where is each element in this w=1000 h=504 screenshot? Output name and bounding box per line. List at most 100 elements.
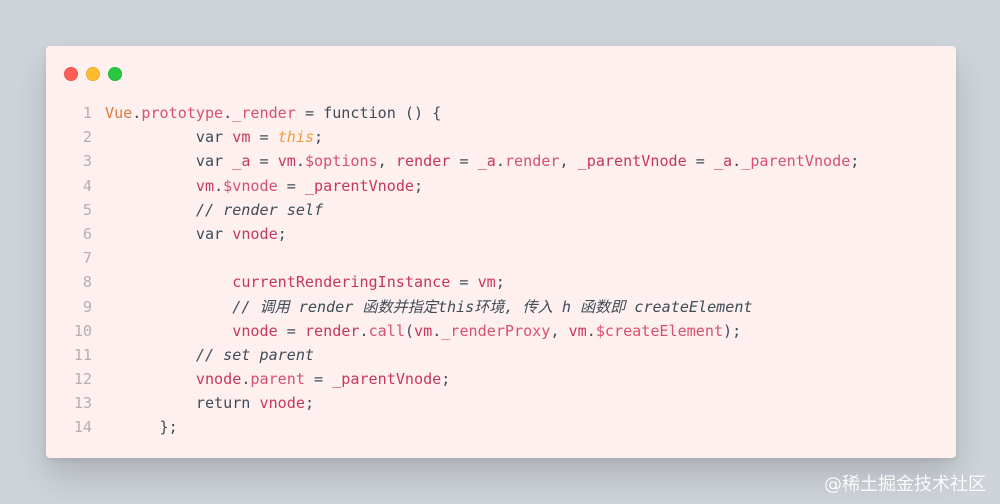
code-line: 8 currentRenderingInstance = vm; (46, 270, 956, 294)
code-text: var _a = vm.$options, render = _a.render… (105, 149, 860, 173)
code-indent (105, 322, 232, 340)
code-token: ; (850, 152, 860, 171)
code-token: = (686, 152, 714, 171)
code-token: // 调用 render 函数并指定this环境, 传入 h 函数即 creat… (232, 297, 753, 316)
code-token: vm (414, 321, 433, 340)
code-text: // set parent (105, 343, 314, 367)
code-token: = (450, 152, 478, 171)
code-text: vnode = render.call(vm._renderProxy, vm.… (105, 319, 741, 343)
code-indent (105, 346, 196, 364)
line-number: 8 (82, 273, 92, 292)
code-token: _parentVnode (741, 152, 851, 171)
code-token: vm (195, 176, 215, 195)
line-number: 1 (82, 104, 92, 122)
code-token: vnode (259, 394, 305, 413)
code-indent (105, 152, 196, 170)
code-token: , (550, 321, 569, 340)
code-line: 7 (46, 246, 956, 270)
line-number: 11 (73, 345, 92, 364)
code-token: this (277, 128, 315, 147)
code-token: _renderProxy (441, 321, 551, 340)
code-token: vnode (195, 370, 242, 389)
code-token: vnode (232, 224, 278, 243)
code-token: call (368, 321, 405, 340)
code-token: ; (277, 224, 287, 243)
code-token: prototype (141, 104, 224, 122)
code-line: 4 vm.$vnode = _parentVnode; (46, 174, 956, 198)
code-indent (105, 298, 232, 316)
code-token: = (250, 128, 278, 147)
code-token: _a (232, 152, 251, 171)
code-token: ; (304, 394, 315, 413)
code-token: var (195, 152, 233, 171)
code-text: vm.$vnode = _parentVnode; (105, 174, 423, 198)
code-token: _parentVnode (304, 176, 414, 195)
code-token: ( (404, 321, 415, 340)
code-text: // 调用 render 函数并指定this环境, 传入 h 函数即 creat… (105, 295, 753, 319)
code-token: . (586, 321, 596, 340)
code-token: ; (414, 176, 424, 195)
code-token: . (732, 152, 742, 171)
window-controls (64, 67, 122, 81)
code-text: Vue.prototype._render = function () { (105, 101, 441, 125)
line-number: 10 (73, 321, 92, 340)
code-token: ; (441, 370, 451, 389)
code-token: vm (477, 273, 496, 292)
code-token: = function () { (295, 104, 442, 122)
line-number: 9 (82, 297, 92, 316)
zoom-button-icon[interactable] (108, 67, 122, 81)
code-token: Vue (105, 104, 133, 122)
code-token: vnode (232, 321, 278, 340)
code-token: $createElement (595, 321, 724, 340)
code-token: = (277, 176, 305, 195)
code-indent (105, 201, 196, 219)
code-indent (105, 177, 196, 195)
line-number: 12 (73, 370, 92, 389)
code-text: var vnode; (105, 222, 287, 246)
code-line: 3 var _a = vm.$options, render = _a.rend… (46, 149, 956, 173)
code-token: parent (250, 370, 305, 389)
code-line: 10 vnode = render.call(vm._renderProxy, … (46, 319, 956, 343)
code-token: vm (277, 152, 296, 171)
code-text: var vm = this; (105, 125, 323, 149)
code-token: . (432, 321, 442, 340)
code-token: . (223, 104, 233, 122)
minimize-button-icon[interactable] (86, 67, 100, 81)
code-token: _render (232, 104, 296, 122)
code-token: currentRenderingInstance (232, 273, 451, 292)
line-number: 13 (73, 394, 92, 413)
code-text: }; (105, 415, 178, 439)
code-token: ); (723, 321, 742, 340)
code-token: . (132, 104, 142, 122)
code-indent (105, 370, 196, 388)
code-token: vm (568, 321, 587, 340)
line-number: 2 (82, 128, 92, 147)
code-token: . (359, 321, 369, 340)
code-line: 9 // 调用 render 函数并指定this环境, 传入 h 函数即 cre… (46, 295, 956, 319)
code-indent (105, 128, 196, 146)
code-token: $options (304, 152, 378, 171)
code-token: render (304, 321, 360, 340)
code-line: 14 }; (46, 415, 956, 439)
code-line: 6 var vnode; (46, 222, 956, 246)
code-token: = (450, 273, 478, 292)
code-line: 2 var vm = this; (46, 125, 956, 149)
code-indent (105, 394, 196, 412)
code-token: render (395, 152, 451, 171)
code-token: _parentVnode (577, 152, 687, 171)
code-token: render (504, 152, 560, 171)
code-token: . (295, 152, 305, 171)
code-token: = (250, 152, 278, 171)
code-line: 13 return vnode; (46, 391, 956, 415)
code-token: , (559, 152, 578, 171)
line-number: 5 (82, 200, 92, 219)
code-indent (105, 273, 232, 291)
code-indent (105, 418, 160, 436)
code-line: 5 // render self (46, 198, 956, 222)
line-number: 6 (82, 224, 92, 243)
close-button-icon[interactable] (64, 67, 78, 81)
line-number: 14 (73, 418, 92, 437)
code-line: 12 vnode.parent = _parentVnode; (46, 367, 956, 391)
code-text: vnode.parent = _parentVnode; (105, 367, 450, 391)
